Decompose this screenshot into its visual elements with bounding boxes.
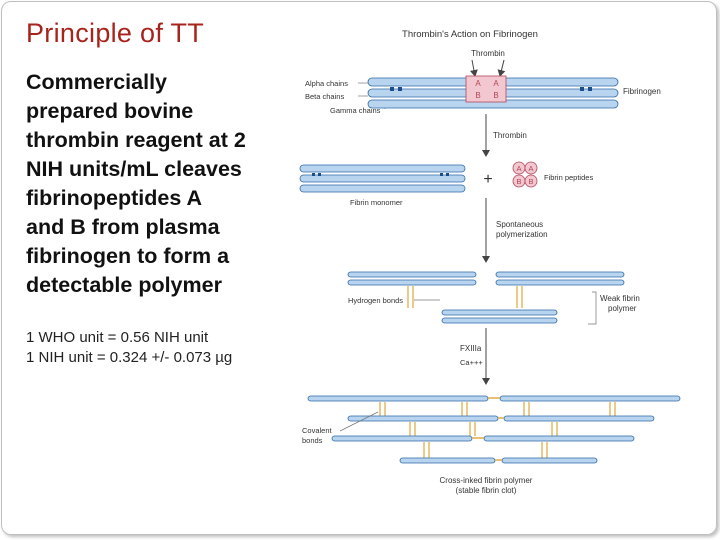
- slide-body-text: Commercially prepared bovine thrombin re…: [26, 68, 286, 300]
- body-line: fibrinopeptides A: [26, 186, 202, 210]
- weak-fibrin-label: Weak fibrin: [600, 294, 640, 303]
- weak-polymer-bracket: [588, 291, 597, 325]
- crosslinked-label: Cross-inked fibrin polymer: [440, 476, 533, 485]
- fxiiia-label: FXIIIa: [460, 344, 482, 353]
- peptide-a-left: A: [475, 79, 481, 88]
- circle-a-2: A: [528, 164, 533, 173]
- fibrinogen-label: Fibrinogen: [623, 87, 661, 96]
- plus-sign: +: [483, 171, 492, 188]
- peptide-b-right: B: [493, 91, 498, 100]
- fibrin-monomer: [299, 164, 466, 193]
- covalent-leader: [339, 411, 379, 432]
- body-line: detectable polymer: [26, 273, 222, 297]
- peptide-a-right: A: [493, 79, 499, 88]
- circle-a-1: A: [516, 164, 521, 173]
- diagram-title: Thrombin's Action on Fibrinogen: [402, 29, 538, 40]
- beta-chains-label: Beta chains: [305, 92, 344, 101]
- central-peptides: A A B B: [465, 75, 507, 103]
- alpha-chains-label: Alpha chains: [305, 79, 348, 88]
- polymerization-label: polymerization: [496, 230, 548, 239]
- thrombin-arrow-right: [497, 59, 506, 77]
- fibrin-peptides-circles: A A B B: [512, 161, 538, 188]
- stable-clot-label: (stable fibrin clot): [456, 486, 517, 495]
- weak-polymer-label: polymer: [608, 304, 637, 313]
- body-line: fibrinogen to form a: [26, 244, 230, 268]
- body-line: thrombin reagent at 2: [26, 128, 246, 152]
- covalent-label: Covalent: [302, 426, 333, 435]
- bonds-label: bonds: [302, 436, 323, 445]
- note-who-unit: 1 WHO unit = 0.56 NIH unit: [26, 329, 209, 346]
- unit-notes: 1 WHO unit = 0.56 NIH unit 1 NIH unit = …: [26, 328, 232, 368]
- note-nih-unit: 1 NIH unit = 0.324 +/- 0.073 µg: [26, 349, 233, 366]
- circle-b-1: B: [516, 177, 521, 186]
- fibrin-monomer-label: Fibrin monomer: [350, 198, 403, 207]
- thrombin-action-diagram: Thrombin's Action on Fibrinogen Thrombin…: [290, 18, 700, 513]
- peptide-b-left: B: [475, 91, 480, 100]
- weak-fibrin-polymer: [347, 271, 625, 324]
- body-line: NIH units/mL cleaves: [26, 157, 242, 181]
- body-line: Commercially: [26, 70, 168, 94]
- crosslinked-polymer: [307, 395, 681, 464]
- slide-title: Principle of TT: [26, 18, 205, 48]
- circle-b-2: B: [528, 177, 533, 186]
- thrombin-arrow-left: [469, 59, 478, 77]
- body-line: and B from plasma: [26, 215, 220, 239]
- calcium-label: Ca+++: [460, 358, 483, 367]
- spontaneous-label: Spontaneous: [496, 220, 543, 229]
- thrombin-top-label: Thrombin: [471, 49, 505, 58]
- thrombin-mid-label: Thrombin: [493, 131, 527, 140]
- body-line: prepared bovine: [26, 99, 194, 123]
- diagram-svg: Thrombin's Action on Fibrinogen Thrombin…: [299, 29, 681, 495]
- hydrogen-bonds-label: Hydrogen bonds: [348, 296, 403, 305]
- fibrin-peptides-label: Fibrin peptides: [544, 173, 593, 182]
- gamma-chains-label: Gamma chains: [330, 106, 381, 115]
